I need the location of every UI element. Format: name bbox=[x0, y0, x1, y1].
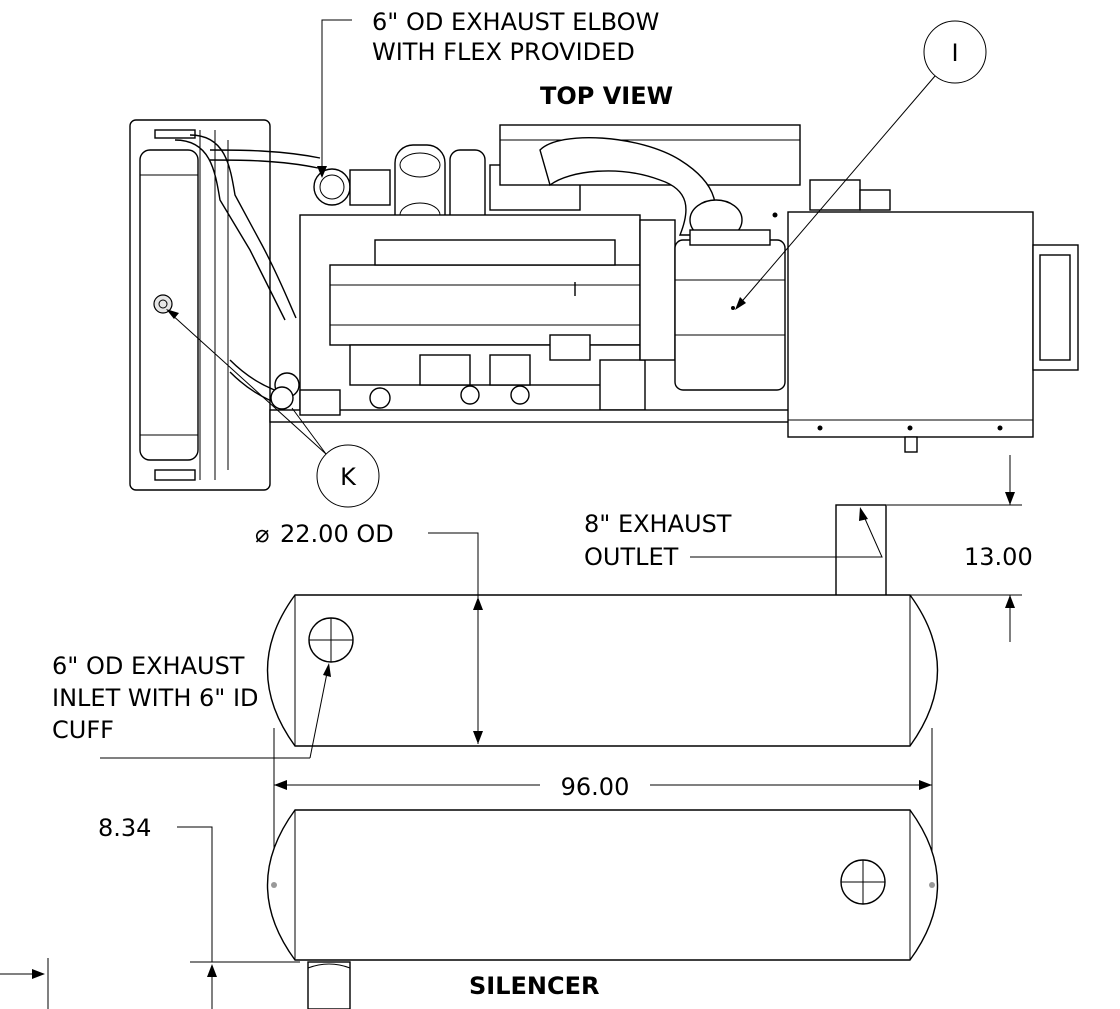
control-box bbox=[772, 211, 1079, 453]
inlet-label-line2: INLET WITH 6" ID bbox=[52, 684, 259, 712]
elbow-label-line1: 6" OD EXHAUST ELBOW bbox=[372, 8, 659, 36]
inlet-label-line1: 6" OD EXHAUST bbox=[52, 652, 245, 680]
exhaust-piping bbox=[499, 124, 891, 391]
silencer-side-view bbox=[100, 455, 1022, 759]
dim-length: 96.00 bbox=[561, 773, 630, 801]
diameter-label: 22.00 OD bbox=[280, 520, 394, 548]
engine-block bbox=[269, 214, 791, 423]
silencer-title: SILENCER bbox=[469, 972, 599, 1000]
dim-outlet-height: 13.00 bbox=[964, 543, 1033, 571]
outlet-label-line1: 8" EXHAUST bbox=[584, 510, 732, 538]
elbow-label-line2: WITH FLEX PROVIDED bbox=[372, 38, 635, 66]
outlet-label-line2: OUTLET bbox=[584, 543, 679, 571]
turbo-assembly bbox=[313, 144, 581, 236]
balloon-i-label: I bbox=[951, 39, 958, 67]
top-view-title: TOP VIEW bbox=[540, 82, 673, 110]
radiator bbox=[129, 119, 271, 491]
engine-top-view bbox=[129, 19, 1079, 508]
inlet-label-line3: CUFF bbox=[52, 716, 114, 744]
dim-offset: 8.34 bbox=[98, 814, 151, 842]
diameter-symbol: ⌀ bbox=[255, 520, 269, 548]
balloon-k-label: K bbox=[340, 463, 357, 491]
silencer-top-view bbox=[0, 728, 939, 1009]
hoses bbox=[174, 134, 321, 410]
